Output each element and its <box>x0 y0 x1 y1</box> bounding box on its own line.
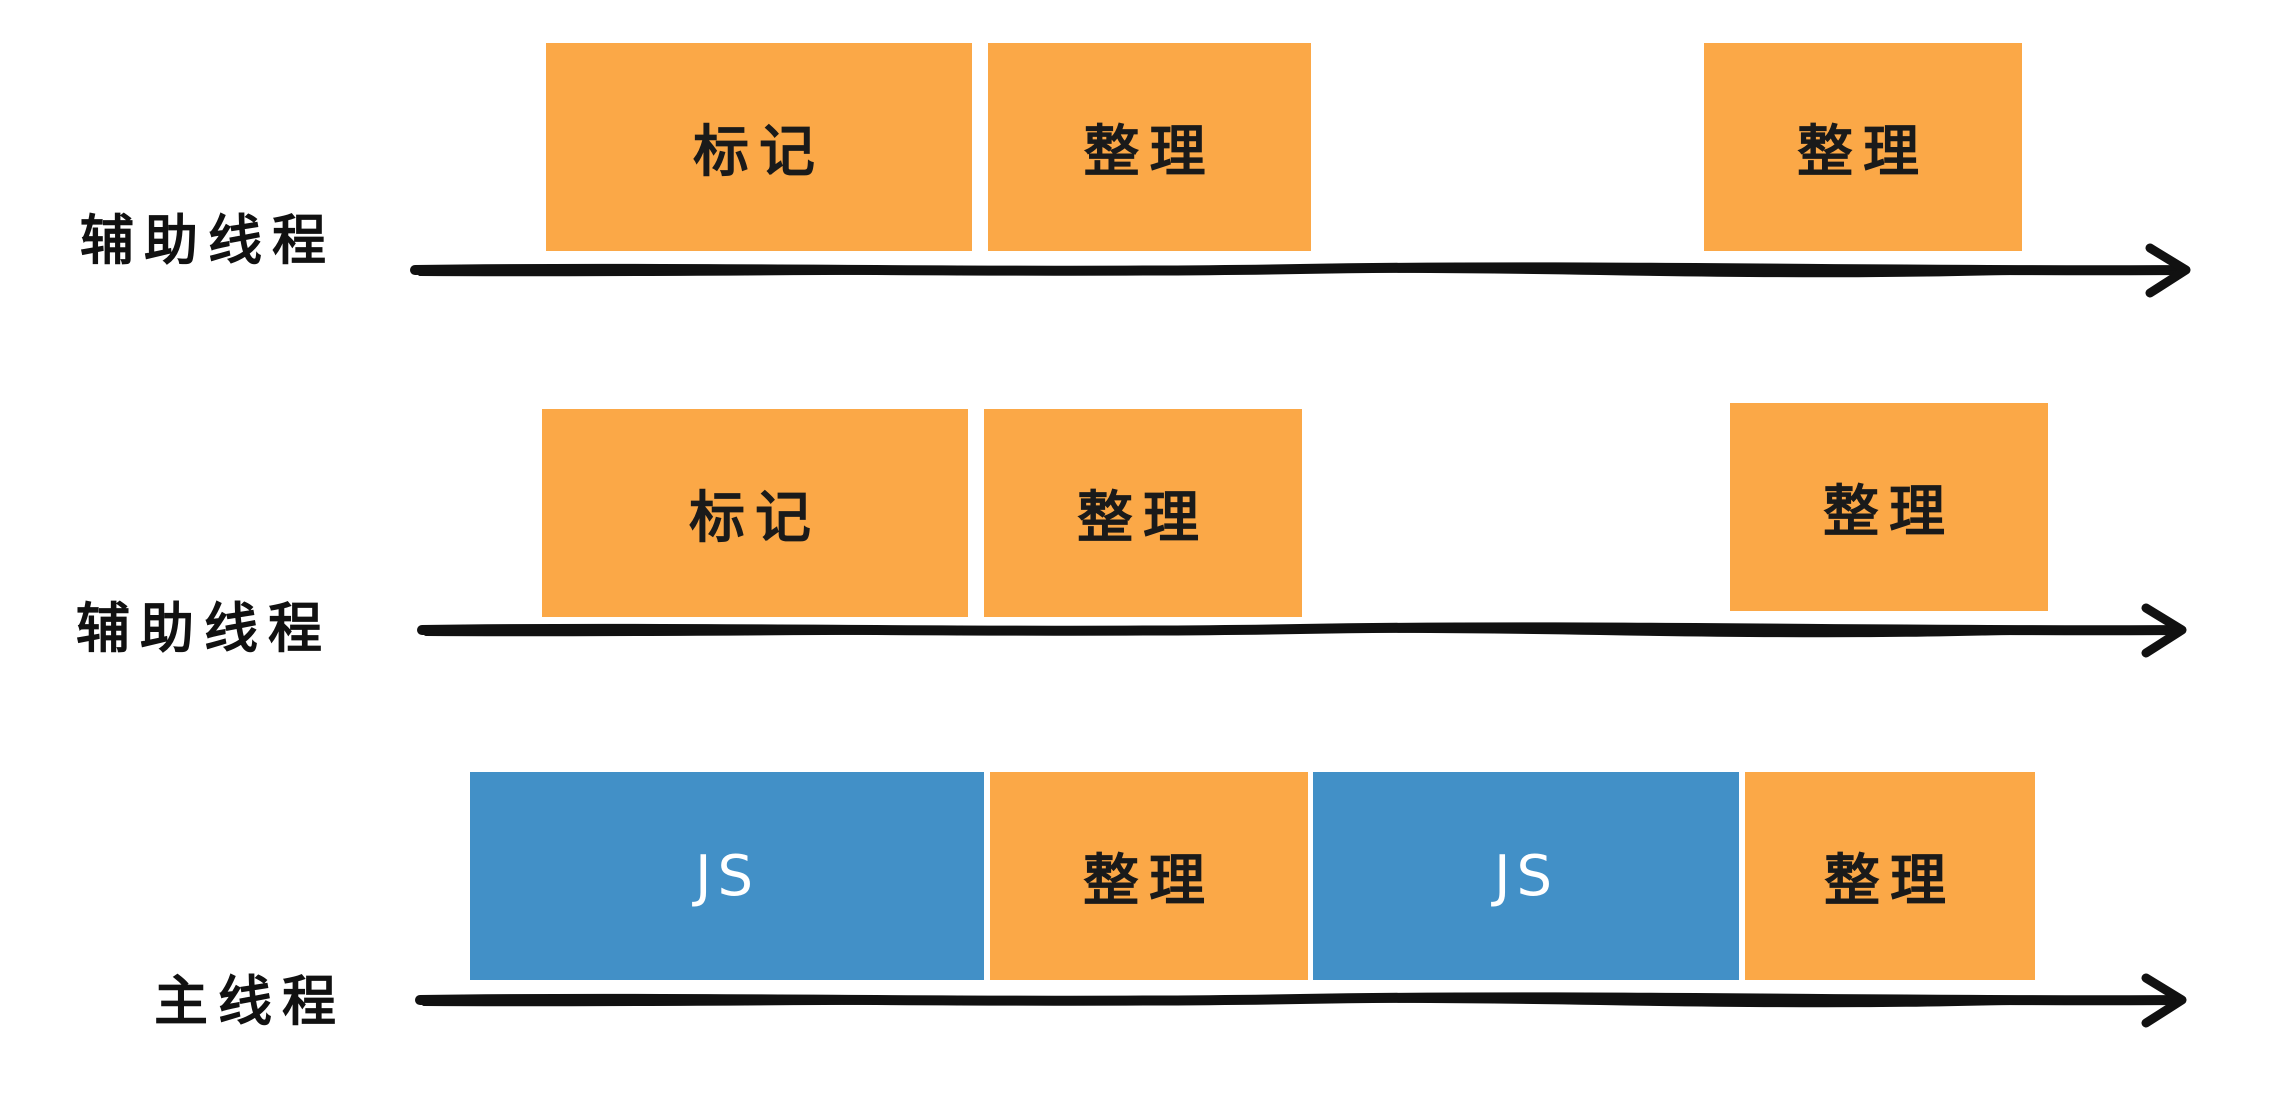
arrow-head-icon <box>2141 603 2187 658</box>
timeline-axis-helper-thread-2 <box>417 603 2187 658</box>
timeline-axis-helper-thread-1 <box>410 243 2191 298</box>
block-label: 整理 <box>1823 479 1955 545</box>
block-label: JS <box>694 843 760 909</box>
row-label-helper-thread-2: 辅助线程 <box>76 597 332 660</box>
timeline-axis-main-thread <box>415 973 2187 1028</box>
timeline-line-rough <box>422 998 2178 1008</box>
row-label-main-thread: 主线程 <box>154 970 346 1033</box>
block-compact: 整理 <box>1704 43 2022 251</box>
block-compact: 整理 <box>988 43 1311 251</box>
timeline-line-rough <box>418 268 2182 278</box>
block-label: 整理 <box>1797 119 1929 185</box>
block-compact: 整理 <box>1745 772 2035 980</box>
block-label: JS <box>1493 843 1559 909</box>
block-label: 整理 <box>1824 848 1956 914</box>
block-label: 整理 <box>1077 485 1209 551</box>
arrow-head-icon <box>2145 243 2191 298</box>
block-label: 整理 <box>1083 848 1215 914</box>
row-label-helper-thread-1: 辅助线程 <box>80 209 336 272</box>
block-compact: 整理 <box>1730 403 2048 611</box>
block-js: JS <box>1313 772 1739 980</box>
block-label: 标记 <box>693 119 825 185</box>
block-compact: 整理 <box>984 409 1302 617</box>
block-label: 标记 <box>689 485 821 551</box>
arrow-head-icon <box>2141 973 2187 1028</box>
block-js: JS <box>470 772 984 980</box>
block-label: 整理 <box>1083 119 1216 185</box>
block-compact: 整理 <box>990 772 1308 980</box>
block-mark: 标记 <box>546 43 972 251</box>
block-mark: 标记 <box>542 409 968 617</box>
timeline-line-rough <box>424 628 2178 638</box>
